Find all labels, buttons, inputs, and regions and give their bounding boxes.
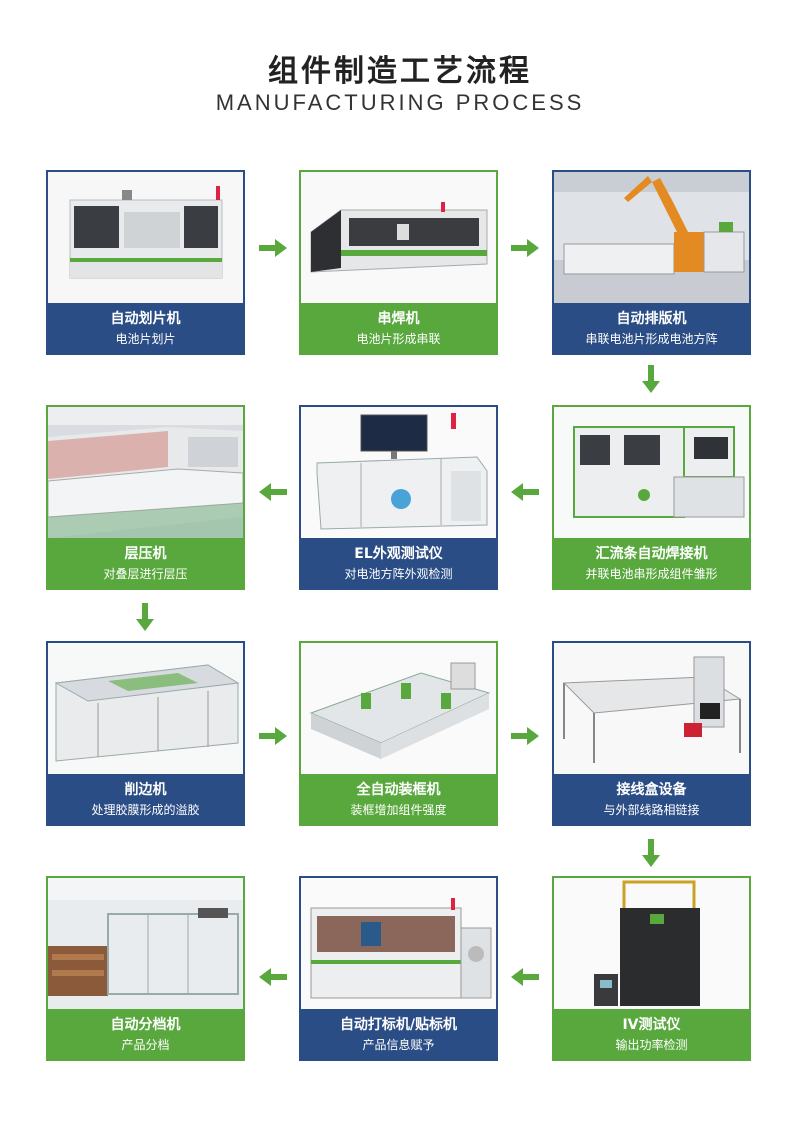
- step-name: IV测试仪: [622, 1017, 681, 1033]
- arrow-down-icon: [642, 839, 660, 867]
- step-card-junction-box: 接线盒设备 与外部线路相链接: [552, 641, 751, 826]
- step-desc: 电池片形成串联: [356, 332, 441, 346]
- laminator-photo: [48, 407, 243, 538]
- step-name: 串焊机: [377, 311, 420, 327]
- step-card-trimming: 削边机 处理胶膜形成的溢胶: [46, 641, 245, 826]
- page-title: 组件制造工艺流程: [268, 54, 532, 89]
- stringer-machine-photo: [301, 172, 496, 303]
- arrow-left-icon: [259, 483, 287, 501]
- step-name: 全自动装框机: [356, 782, 441, 798]
- step-desc: 处理胶膜形成的溢胶: [91, 803, 200, 817]
- step-name: EL外观测试仪: [354, 546, 443, 562]
- step-name: 接线盒设备: [616, 782, 687, 798]
- step-desc: 产品分档: [121, 1038, 170, 1052]
- el-tester-photo: [301, 407, 496, 538]
- step-card-laminator: 层压机 对叠层进行层压: [46, 405, 245, 590]
- layup-robot-photo: [554, 172, 749, 303]
- step-desc: 并联电池串形成组件雏形: [585, 567, 718, 581]
- arrow-left-icon: [259, 968, 287, 986]
- busbar-welder-photo: [554, 407, 749, 538]
- step-name: 削边机: [124, 782, 167, 798]
- step-name: 汇流条自动焊接机: [595, 546, 708, 562]
- step-desc: 电池片划片: [115, 332, 176, 346]
- arrow-right-icon: [511, 727, 539, 745]
- junction-box-machine-photo: [554, 643, 749, 774]
- iv-tester-photo: [554, 878, 749, 1009]
- step-name: 层压机: [124, 546, 167, 562]
- page-subtitle: MANUFACTURING PROCESS: [215, 90, 585, 115]
- step-card-framing: 全自动装框机 装框增加组件强度: [299, 641, 498, 826]
- step-name: 自动分档机: [110, 1017, 181, 1033]
- step-desc: 装框增加组件强度: [350, 803, 447, 817]
- step-card-stringer: 串焊机 电池片形成串联: [299, 170, 498, 355]
- labeling-machine-photo: [301, 878, 496, 1009]
- step-name: 自动排版机: [616, 311, 687, 327]
- step-desc: 输出功率检测: [615, 1038, 688, 1052]
- step-card-sorting: 自动分档机 产品分档: [46, 876, 245, 1061]
- trimming-machine-photo: [48, 643, 243, 774]
- arrow-left-icon: [511, 968, 539, 986]
- step-card-el-tester: EL外观测试仪 对电池方阵外观检测: [299, 405, 498, 590]
- arrow-right-icon: [511, 239, 539, 257]
- step-desc: 串联电池片形成电池方阵: [585, 332, 718, 346]
- step-card-busbar: 汇流条自动焊接机 并联电池串形成组件雏形: [552, 405, 751, 590]
- sorting-machine-photo: [48, 878, 243, 1009]
- step-name: 自动划片机: [110, 311, 181, 327]
- arrow-right-icon: [259, 727, 287, 745]
- step-card-labeling: 自动打标机/贴标机 产品信息赋予: [299, 876, 498, 1061]
- framing-machine-photo: [301, 643, 496, 774]
- step-desc: 产品信息赋予: [362, 1038, 435, 1052]
- scribing-machine-photo: [48, 172, 243, 303]
- step-card-iv-tester: IV测试仪 输出功率检测: [552, 876, 751, 1061]
- arrow-right-icon: [259, 239, 287, 257]
- step-card-layup: 自动排版机 串联电池片形成电池方阵: [552, 170, 751, 355]
- arrow-down-icon: [642, 365, 660, 393]
- step-desc: 对电池方阵外观检测: [344, 567, 453, 581]
- step-desc: 对叠层进行层压: [103, 567, 188, 581]
- arrow-down-icon: [136, 603, 154, 631]
- step-card-scribing: 自动划片机 电池片划片: [46, 170, 245, 355]
- step-name: 自动打标机/贴标机: [339, 1017, 458, 1033]
- arrow-left-icon: [511, 483, 539, 501]
- step-desc: 与外部线路相链接: [603, 803, 700, 817]
